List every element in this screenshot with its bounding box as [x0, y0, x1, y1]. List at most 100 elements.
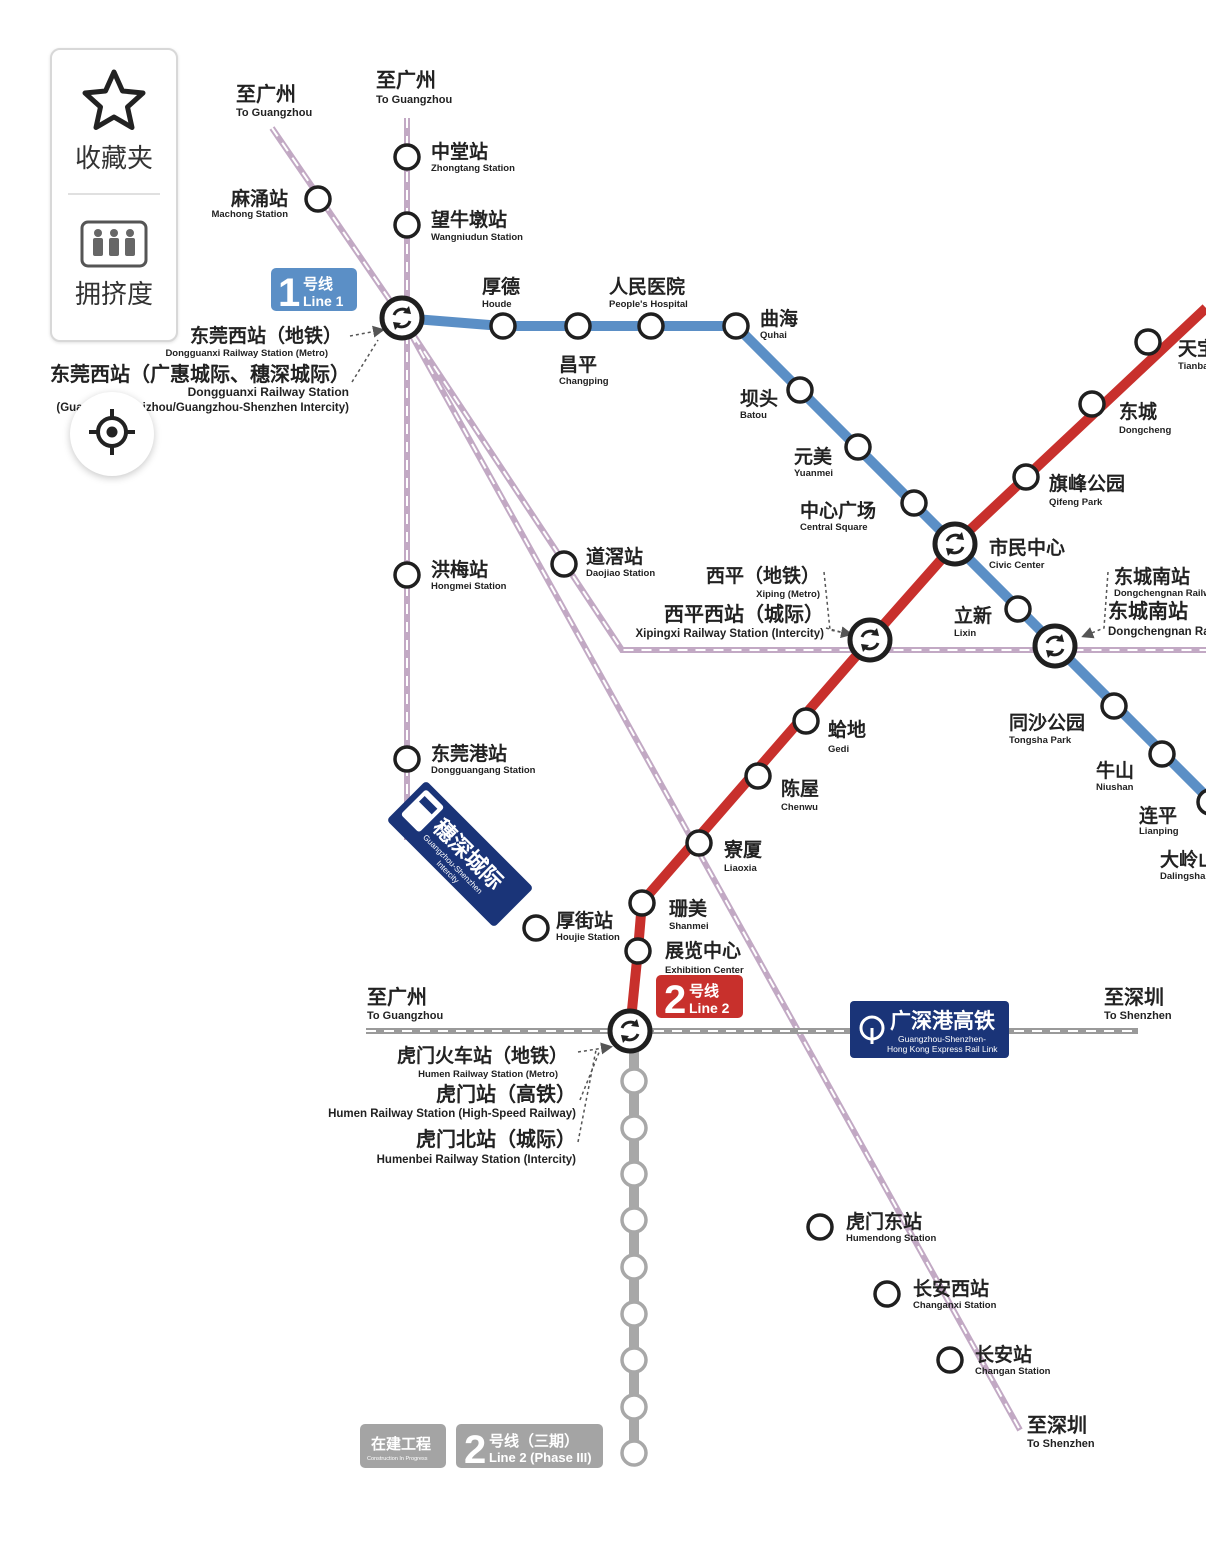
svg-text:Humen Railway Station (Metro): Humen Railway Station (Metro): [418, 1069, 558, 1080]
transfer-dongguanxi-icon[interactable]: [382, 298, 422, 338]
favorites-button[interactable]: 收藏夹: [52, 68, 176, 175]
station-shanmei-marker[interactable]: [628, 889, 656, 917]
crowding-icon: [52, 220, 176, 270]
station-exhibition-marker[interactable]: [624, 937, 652, 965]
station-batou-marker[interactable]: [786, 376, 814, 404]
svg-text:To Guangzhou: To Guangzhou: [367, 1010, 443, 1022]
svg-text:Machong Station: Machong Station: [211, 209, 288, 220]
line2-phase3-badge[interactable]: 2 号线（三期） Line 2 (Phase III): [456, 1424, 603, 1472]
station-quhai-marker[interactable]: [722, 312, 750, 340]
station-dongguangang-marker[interactable]: [393, 745, 421, 773]
label-central: 中心广场: [800, 499, 876, 522]
station-markers[interactable]: [304, 143, 1206, 1374]
phase3-station-markers: [620, 1067, 648, 1467]
svg-text:Central Square: Central Square: [800, 522, 868, 533]
station-yuanmei-marker[interactable]: [844, 433, 872, 461]
station-daojiao-marker[interactable]: [550, 550, 578, 578]
station-labels: 中堂站 Zhongtang Station 望牛墩站 Wangniudun St…: [211, 140, 1206, 1377]
svg-text:至深圳: 至深圳: [1027, 1413, 1087, 1437]
side-panel: 收藏夹 拥挤度: [50, 48, 178, 342]
svg-text:Dongchengnan Railway Station: Dongchengnan Railway Station: [1108, 626, 1206, 638]
svg-text:Dongcheng: Dongcheng: [1119, 425, 1171, 436]
svg-text:Construction In Progress: Construction In Progress: [367, 1456, 428, 1462]
transfer-humen-icon[interactable]: [610, 1011, 650, 1051]
station-qifeng-marker[interactable]: [1012, 463, 1040, 491]
label-houde: 厚德: [482, 275, 520, 298]
label-machong: 麻涌站: [230, 187, 288, 210]
crowding-button[interactable]: 拥挤度: [52, 220, 176, 311]
svg-text:Civic Center: Civic Center: [989, 560, 1045, 571]
svg-text:Dongguanxi Railway Station: Dongguanxi Railway Station: [188, 385, 349, 399]
svg-text:Xipingxi Railway Station (Inte: Xipingxi Railway Station (Intercity): [635, 628, 824, 640]
station-wangniudun-marker[interactable]: [393, 211, 421, 239]
svg-text:Exhibition Center: Exhibition Center: [665, 965, 744, 976]
station-hongmei-marker[interactable]: [393, 561, 421, 589]
svg-text:Changanxi Station: Changanxi Station: [913, 1300, 997, 1311]
svg-text:虎门火车站（地铁）: 虎门火车站（地铁）: [397, 1044, 568, 1067]
transfer-dongchengnan-icon[interactable]: [1035, 626, 1075, 666]
station-tongsha-marker[interactable]: [1100, 692, 1128, 720]
label-batou: 坝头: [740, 388, 778, 410]
station-machong-marker[interactable]: [304, 185, 332, 213]
transfer-civic-center-icon[interactable]: [935, 524, 975, 564]
svg-text:至深圳: 至深圳: [1104, 985, 1164, 1009]
favorites-label: 收藏夹: [74, 144, 153, 174]
line2-badge[interactable]: 2 号线 Line 2: [656, 975, 743, 1022]
svg-text:Line 2: Line 2: [689, 1000, 730, 1016]
svg-text:Houde: Houde: [482, 299, 512, 310]
station-lixin-marker[interactable]: [1004, 595, 1032, 623]
station-central-marker[interactable]: [900, 489, 928, 517]
station-liaoxia-marker[interactable]: [685, 829, 713, 857]
svg-text:Dongchengnan Railway Station: Dongchengnan Railway Station: [1114, 588, 1206, 599]
svg-text:People's Hospital: People's Hospital: [609, 299, 688, 310]
star-icon: [52, 68, 176, 134]
station-niushan-marker[interactable]: [1148, 740, 1176, 768]
svg-text:Guangzhou-Shenzhen-: Guangzhou-Shenzhen-: [898, 1034, 986, 1044]
station-renmin-marker[interactable]: [637, 312, 665, 340]
svg-text:To Shenzhen: To Shenzhen: [1104, 1010, 1172, 1022]
svg-text:Tongsha Park: Tongsha Park: [1009, 735, 1072, 746]
station-zhongtang-marker[interactable]: [393, 143, 421, 171]
station-humendong-marker[interactable]: [806, 1213, 834, 1241]
annotation-leaders: [349, 325, 1109, 1143]
station-changan-marker[interactable]: [936, 1346, 964, 1374]
label-gedi: 蛤地: [828, 718, 866, 741]
station-dongcheng-marker[interactable]: [1078, 390, 1106, 418]
direction-labels: 至广州 To Guangzhou 至广州 To Guangzhou 至广州 To…: [236, 68, 1172, 1450]
svg-text:Line 1: Line 1: [303, 293, 344, 309]
station-lianping-marker[interactable]: [1196, 788, 1206, 816]
label-civic: 市民中心: [989, 536, 1065, 559]
locate-button[interactable]: [70, 392, 154, 476]
label-lianping: 连平: [1139, 804, 1177, 827]
transfer-xiping-icon[interactable]: [850, 620, 890, 660]
svg-text:Hong Kong Express Rail Link: Hong Kong Express Rail Link: [887, 1044, 998, 1054]
label-zhongtang: 中堂站: [431, 140, 488, 163]
station-houde-marker[interactable]: [489, 312, 517, 340]
station-changping-marker[interactable]: [564, 312, 592, 340]
station-gedi-marker[interactable]: [792, 707, 820, 735]
hsr-badge[interactable]: 广深港高铁 Guangzhou-Shenzhen- Hong Kong Expr…: [850, 1001, 1009, 1058]
station-changanxi-marker[interactable]: [873, 1280, 901, 1308]
svg-text:To Shenzhen: To Shenzhen: [1027, 1438, 1095, 1450]
label-changping: 昌平: [559, 354, 597, 376]
label-yuanmei: 元美: [794, 445, 833, 468]
line1-badge[interactable]: 1 号线 Line 1: [271, 268, 357, 315]
label-houjie: 厚街站: [556, 909, 613, 932]
intercity-badge[interactable]: 穗深城际 Guangzhou-Shenzhen Intercity: [386, 780, 533, 927]
station-chenwu-marker[interactable]: [744, 762, 772, 790]
svg-text:虎门北站（城际）: 虎门北站（城际）: [416, 1127, 576, 1151]
svg-text:东城南站: 东城南站: [1114, 565, 1190, 588]
svg-text:东莞西站（地铁）: 东莞西站（地铁）: [190, 324, 342, 347]
label-chenwu: 陈屋: [781, 777, 819, 800]
construction-badge: 在建工程 Construction In Progress: [360, 1424, 446, 1468]
svg-text:西平西站（城际）: 西平西站（城际）: [664, 602, 824, 626]
station-houjie-marker[interactable]: [522, 914, 550, 942]
locate-icon: [87, 407, 137, 461]
svg-text:Quhai: Quhai: [760, 330, 787, 341]
svg-text:Lianping: Lianping: [1139, 826, 1179, 837]
station-tianbao-marker[interactable]: [1134, 328, 1162, 356]
svg-text:东莞西站（广惠城际、穗深城际）: 东莞西站（广惠城际、穗深城际）: [50, 362, 350, 386]
svg-text:Humenbei Railway Station (Inte: Humenbei Railway Station (Intercity): [377, 1154, 577, 1166]
label-liaoxia: 寮厦: [723, 838, 763, 861]
